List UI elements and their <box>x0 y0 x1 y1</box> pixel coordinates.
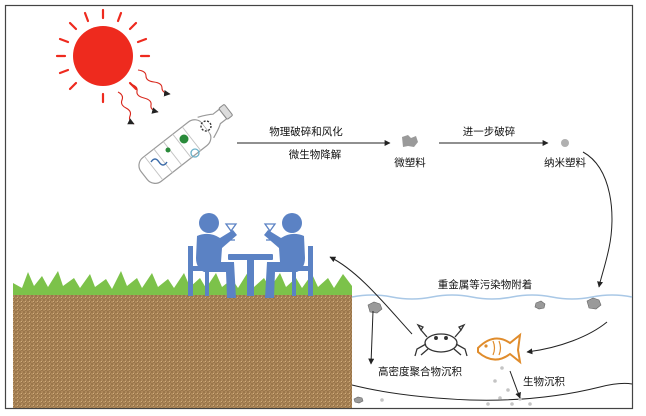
high-density-arrow <box>368 310 375 365</box>
microbe-icon <box>150 158 168 166</box>
sun-ray-arrows <box>117 69 171 125</box>
people-at-table-icon <box>188 213 313 298</box>
soil-block <box>13 291 352 408</box>
microbe-icon <box>165 147 171 153</box>
microbe-icon <box>190 148 200 158</box>
label-nanoplastic: 纳米塑料 <box>544 156 586 169</box>
label-microbial-degradation: 微生物降解 <box>289 148 342 161</box>
label-heavy-metal-adsorption: 重金属等污染物附着 <box>438 278 533 291</box>
microplastic-icon <box>402 135 418 147</box>
sinking-particles <box>380 366 532 406</box>
pollutant-particles <box>353 297 602 404</box>
label-further-breakdown: 进一步破碎 <box>463 125 516 138</box>
fish-icon <box>477 332 522 365</box>
sun-icon <box>55 8 151 104</box>
bio-sinking-arrow <box>509 370 521 399</box>
label-high-density-sinking: 高密度聚合物沉积 <box>378 365 462 378</box>
return-to-people-arrow <box>329 256 413 335</box>
label-bio-sinking: 生物沉积 <box>523 375 565 388</box>
label-physical-breakdown: 物理破碎和风化 <box>269 125 343 138</box>
water-surface <box>351 294 633 300</box>
microbe-icon <box>200 120 212 132</box>
to-water-arrow <box>582 151 613 288</box>
label-microplastic: 微塑料 <box>394 156 426 169</box>
microbe-icon <box>179 134 189 144</box>
nanoplastic-icon <box>561 139 569 147</box>
plastic-bottle-icon <box>138 104 233 184</box>
to-fish-arrow <box>526 321 608 355</box>
crab-icon <box>414 323 468 357</box>
